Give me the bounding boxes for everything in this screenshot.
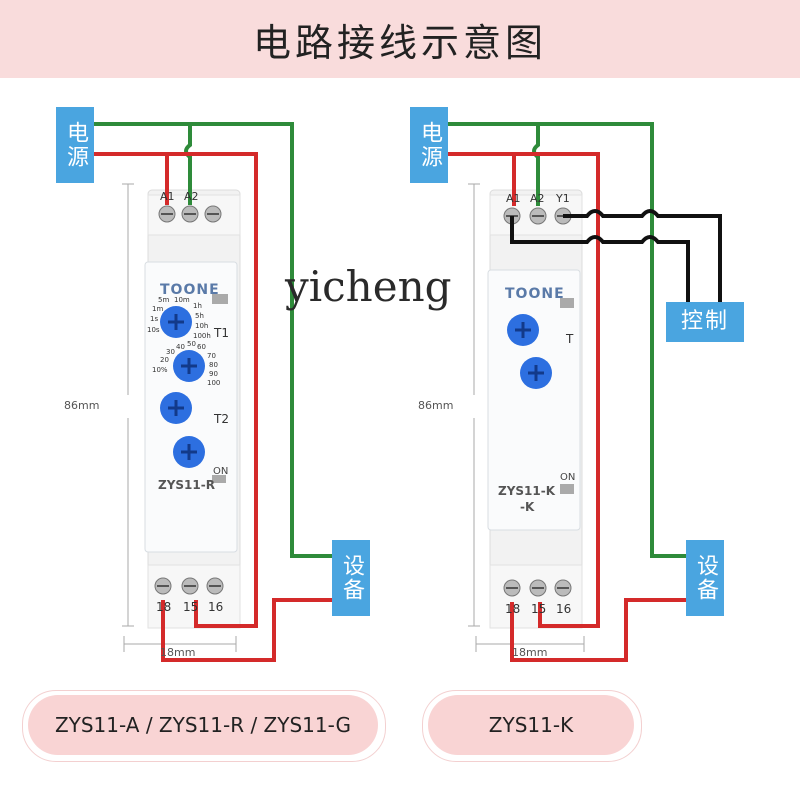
model-pill-left: ZYS11-A / ZYS11-R / ZYS11-G: [28, 695, 378, 755]
terminal-18: 18: [156, 600, 172, 614]
model-label: ZYS11-K: [498, 484, 556, 498]
left-wires: [94, 122, 332, 662]
page-title: 电路接线示意图: [252, 20, 547, 65]
right-wires: [448, 122, 722, 662]
tick-label: 10s: [147, 326, 160, 334]
width-dimension-right: 18mm: [512, 646, 548, 659]
terminal-15: 15: [183, 600, 199, 614]
brand-logo: TOONE: [160, 282, 220, 298]
dimension-lines: [122, 183, 585, 652]
on-indicator-label: ON: [560, 472, 576, 483]
tick-label: 60: [197, 343, 206, 351]
device-label-left: 设备: [332, 540, 370, 616]
tick-label: 10%: [152, 366, 168, 374]
dial-label-t2: T2: [214, 412, 229, 426]
terminal-a2: A2: [184, 190, 199, 203]
tick-label: 40: [176, 343, 185, 351]
dial-label-t: T: [566, 332, 574, 346]
tick-label: 100h: [193, 332, 211, 340]
watermark-text: yicheng: [285, 262, 452, 311]
tick-label: 70: [207, 352, 216, 360]
terminal-16: 16: [208, 600, 224, 614]
knob-t1-time[interactable]: [160, 306, 192, 338]
dial-label-t1: T1: [214, 326, 229, 340]
pill-outline-right: [422, 690, 642, 762]
height-dimension-right: 86mm: [418, 399, 454, 412]
model-suffix-label: -K: [520, 500, 535, 514]
terminal-y1: Y1: [556, 192, 570, 205]
tick-label: 5m: [158, 296, 170, 304]
tick-label: 1h: [193, 302, 202, 310]
knob-pct[interactable]: [520, 357, 552, 389]
on-indicator-label: ON: [213, 466, 229, 477]
device-label-right: 设备: [686, 540, 724, 616]
brand-logo: TOONE: [505, 286, 565, 302]
tick-label: 10m: [174, 296, 190, 304]
knob-t2-time[interactable]: [160, 392, 192, 424]
power-label-left: 电源: [56, 107, 94, 183]
terminal-a1: A1: [160, 190, 175, 203]
knob-t2-pct[interactable]: [173, 436, 205, 468]
terminal-a1: A1: [506, 192, 521, 205]
tick-label: 1s: [150, 315, 159, 323]
left-relay: [144, 189, 241, 629]
pill-outline-left: [22, 690, 386, 762]
power-label-right: 电源: [410, 107, 448, 183]
tick-label: 20: [160, 356, 169, 364]
model-label: ZYS11-R: [158, 478, 215, 492]
terminal-16: 16: [556, 602, 572, 616]
terminal-18: 18: [505, 602, 521, 616]
right-relay: [487, 189, 583, 629]
tick-label: 5h: [195, 312, 204, 320]
tick-label: 80: [209, 361, 218, 369]
tick-label: 30: [166, 348, 175, 356]
control-label: 控制: [666, 302, 744, 342]
tick-label: 10h: [195, 322, 209, 330]
header-bar: 电路接线示意图: [0, 0, 800, 78]
tick-label: 90: [209, 370, 218, 378]
terminal-15: 15: [531, 602, 547, 616]
height-dimension-left: 86mm: [64, 399, 100, 412]
model-pill-right: ZYS11-K: [428, 695, 634, 755]
width-dimension-left: 18mm: [160, 646, 196, 659]
knob-t1-pct[interactable]: [173, 350, 205, 382]
tick-label: 1m: [152, 305, 164, 313]
tick-label: 100: [207, 379, 221, 387]
tick-label: 50: [187, 340, 196, 348]
knob-time[interactable]: [507, 314, 539, 346]
terminal-a2: A2: [530, 192, 545, 205]
